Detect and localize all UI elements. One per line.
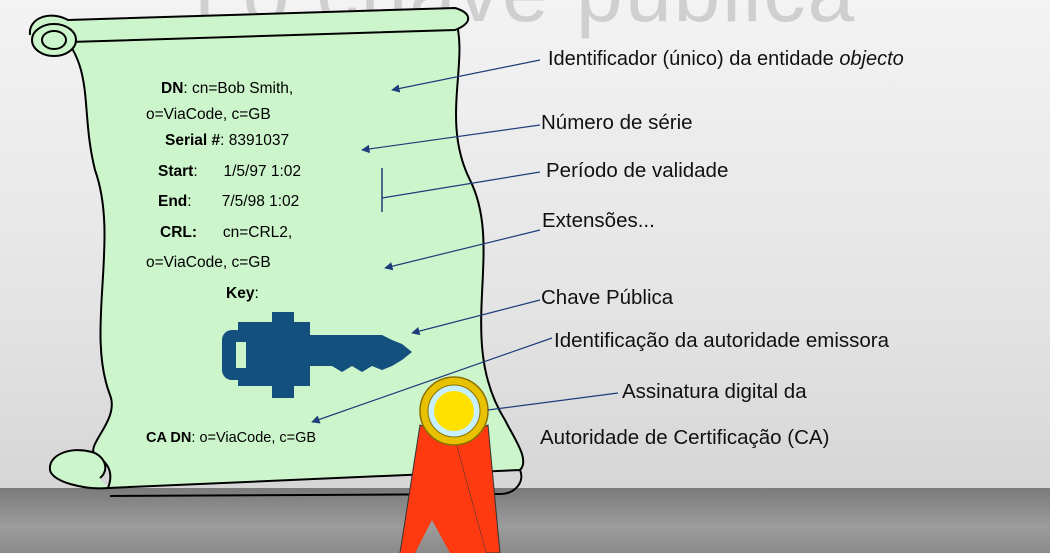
crl-line-1: CRL: cn=CRL2, xyxy=(160,224,292,242)
end-value: : 7/5/98 1:02 xyxy=(187,193,300,210)
arrow-public-key xyxy=(411,299,541,336)
start-label: Start xyxy=(158,163,194,180)
serial-label: Serial # xyxy=(165,132,221,149)
label-public-key: Chave Pública xyxy=(541,286,674,309)
arrow-issuer xyxy=(311,337,553,424)
arrow-signature xyxy=(487,392,619,411)
label-identifier-text: Identificador (único) da entidade xyxy=(548,48,840,70)
arrow-validity xyxy=(381,171,541,199)
label-issuer: Identificação da autoridade emissora xyxy=(554,329,890,352)
start-line: Start: 1/5/97 1:02 xyxy=(158,163,301,181)
label-serial: Número de série xyxy=(541,111,693,134)
end-line: End: 7/5/98 1:02 xyxy=(158,193,299,211)
dn-label: DN xyxy=(161,80,184,97)
scroll-bottom-curl xyxy=(48,449,109,490)
serial-value: : 8391037 xyxy=(220,132,290,149)
label-signature-1: Assinatura digital da xyxy=(622,380,807,403)
label-extensions: Extensões... xyxy=(542,209,655,232)
ca-dn-line: CA DN: o=ViaCode, c=GB xyxy=(146,430,316,446)
crl-label: CRL: xyxy=(160,224,198,241)
dn-value: : cn=Bob Smith, xyxy=(183,80,294,97)
dn-line-1: DN: cn=Bob Smith, xyxy=(161,80,293,98)
certificate-scroll xyxy=(57,16,525,490)
key-colon: : xyxy=(254,285,259,302)
label-signature-2: Autoridade de Certificação (CA) xyxy=(540,426,830,449)
key-line: Key: xyxy=(226,285,259,303)
start-value: : 1/5/97 1:02 xyxy=(193,163,302,180)
label-identifier: Identificador (único) da entidade object… xyxy=(548,48,904,71)
ca-dn-value: : o=ViaCode, c=GB xyxy=(191,430,317,446)
arrow-serial xyxy=(361,124,541,154)
crl-line-2: o=ViaCode, c=GB xyxy=(146,254,271,271)
bottom-band xyxy=(0,488,1050,553)
arrow-identifier xyxy=(391,59,541,93)
crl-value: cn=CRL2, xyxy=(197,224,293,241)
seal-icon xyxy=(419,376,489,446)
scroll-top-roll xyxy=(31,23,77,57)
key-label: Key xyxy=(226,285,255,302)
end-label: End xyxy=(158,193,188,210)
label-identifier-italic: objecto xyxy=(839,48,904,70)
label-validity: Período de validade xyxy=(546,159,729,182)
arrow-extensions xyxy=(384,229,541,271)
dn-line-2: o=ViaCode, c=GB xyxy=(146,106,271,123)
serial-line: Serial #: 8391037 xyxy=(165,132,289,150)
key-icon xyxy=(222,312,412,398)
ca-dn-label: CA DN xyxy=(146,430,192,446)
